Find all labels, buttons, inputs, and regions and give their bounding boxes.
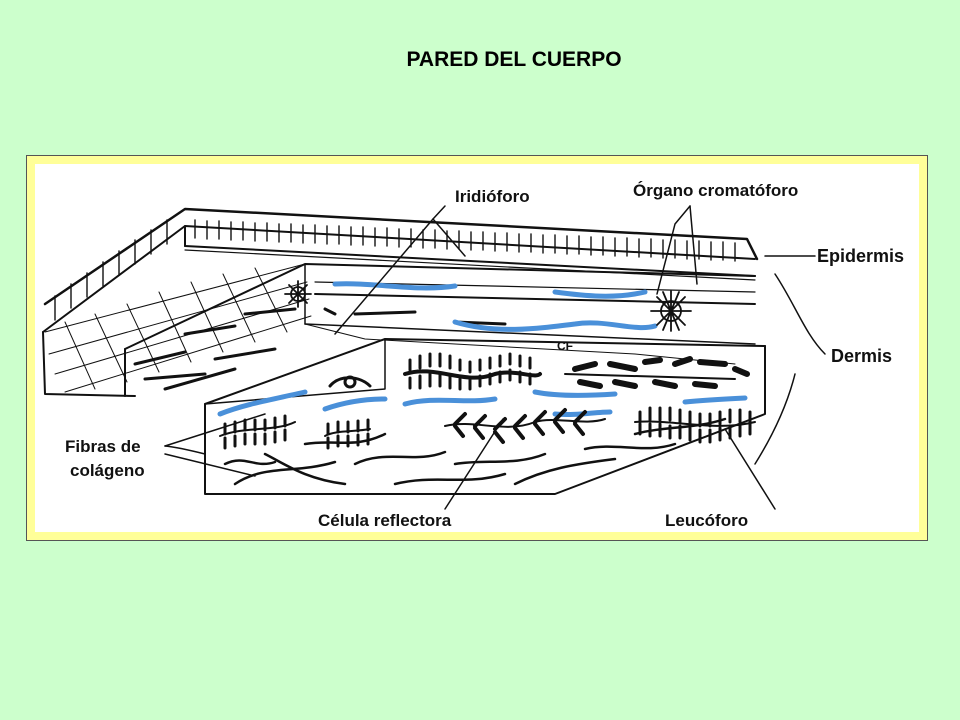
label-epidermis: Epidermis [817, 246, 904, 266]
label-fibras-line1: Fibras de [65, 437, 141, 456]
label-leucoforo: Leucóforo [665, 511, 748, 530]
diagram-svg: Iridióforo Órgano cromatóforo Epidermis … [42, 181, 904, 530]
epidermis-layer [42, 207, 759, 397]
label-dermis: Dermis [831, 346, 892, 366]
blue-canals [217, 281, 748, 418]
label-iridioforo: Iridióforo [455, 187, 530, 206]
leader-lines [164, 205, 826, 510]
slide-title: PARED DEL CUERPO [406, 48, 622, 71]
leucophore-clusters [219, 352, 756, 450]
label-organo-cromatoforo: Órgano cromatóforo [633, 181, 798, 200]
label-cf: CF [557, 339, 573, 353]
label-fibras-line2: colágeno [70, 461, 145, 480]
label-celula-reflectora: Célula reflectora [318, 511, 452, 530]
body-wall-diagram: Iridióforo Órgano cromatóforo Epidermis … [35, 164, 919, 532]
upper-dermis-block [124, 263, 756, 397]
figure-frame: Iridióforo Órgano cromatóforo Epidermis … [26, 155, 928, 541]
chromatophore-organ [284, 280, 692, 332]
